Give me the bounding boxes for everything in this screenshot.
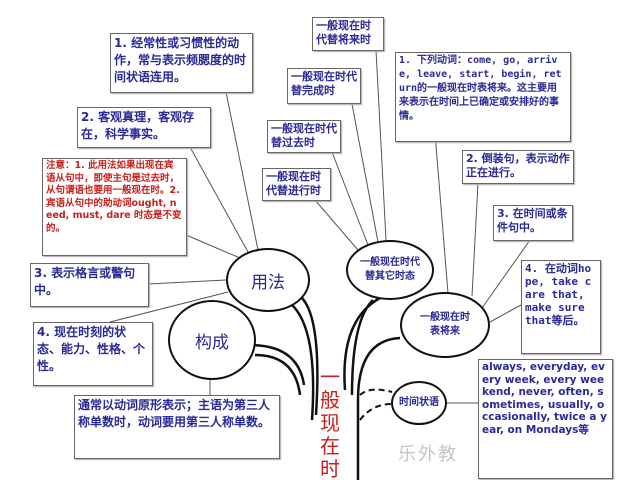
future-item-1: 1. 下列动词：come, go, arrive, leave, start, … (395, 52, 571, 142)
usage-item-3: 3. 表示格言或警句中。 (30, 263, 149, 307)
replace-node: 一般现在时代替其它时态 (346, 240, 434, 300)
future-item-2: 2. 倒装句，表示动作正在进行。 (462, 150, 574, 184)
trunk-title: 一般现在时 (320, 365, 340, 480)
future-node: 一般现在时表将来 (400, 292, 490, 358)
usage-item-1: 1. 经常性或习惯性的动作，常与表示频腮度的时间状语连用。 (110, 33, 253, 93)
future-item-4: 4. 在动词hope, take care that, make sure th… (521, 260, 601, 354)
future-item-3: 3. 在时间或条件句中。 (493, 205, 573, 241)
replace-item-future: 一般现在时代替将来时 (312, 17, 384, 51)
replace-item-progressive: 一般现在时代替进行时 (262, 168, 331, 201)
usage-item-2: 2. 客观真理，客观存在，科学事实。 (77, 107, 211, 148)
replace-item-perfect: 一般现在时代替完成时 (287, 68, 361, 104)
structure-text: 通常以动词原形表示；主语为第三人称单数时，动词要用第三人称单数。 (74, 395, 280, 459)
structure-node: 构成 (168, 300, 256, 380)
adverbial-node: 时间状语 (391, 381, 447, 425)
usage-item-4: 4. 现在时刻的状态、能力、性格、个性。 (33, 322, 153, 386)
usage-note: 注意：1. 此用法如果出现在宾语从句中，即使主句是过去时，从句谓语也要用一般现在… (42, 158, 187, 256)
usage-node: 用法 (226, 248, 310, 312)
adverbial-text: always, everyday, every week, every week… (478, 359, 613, 479)
watermark: 乐外教 (398, 444, 458, 465)
replace-item-past: 一般现在时代替过去时 (267, 120, 341, 153)
